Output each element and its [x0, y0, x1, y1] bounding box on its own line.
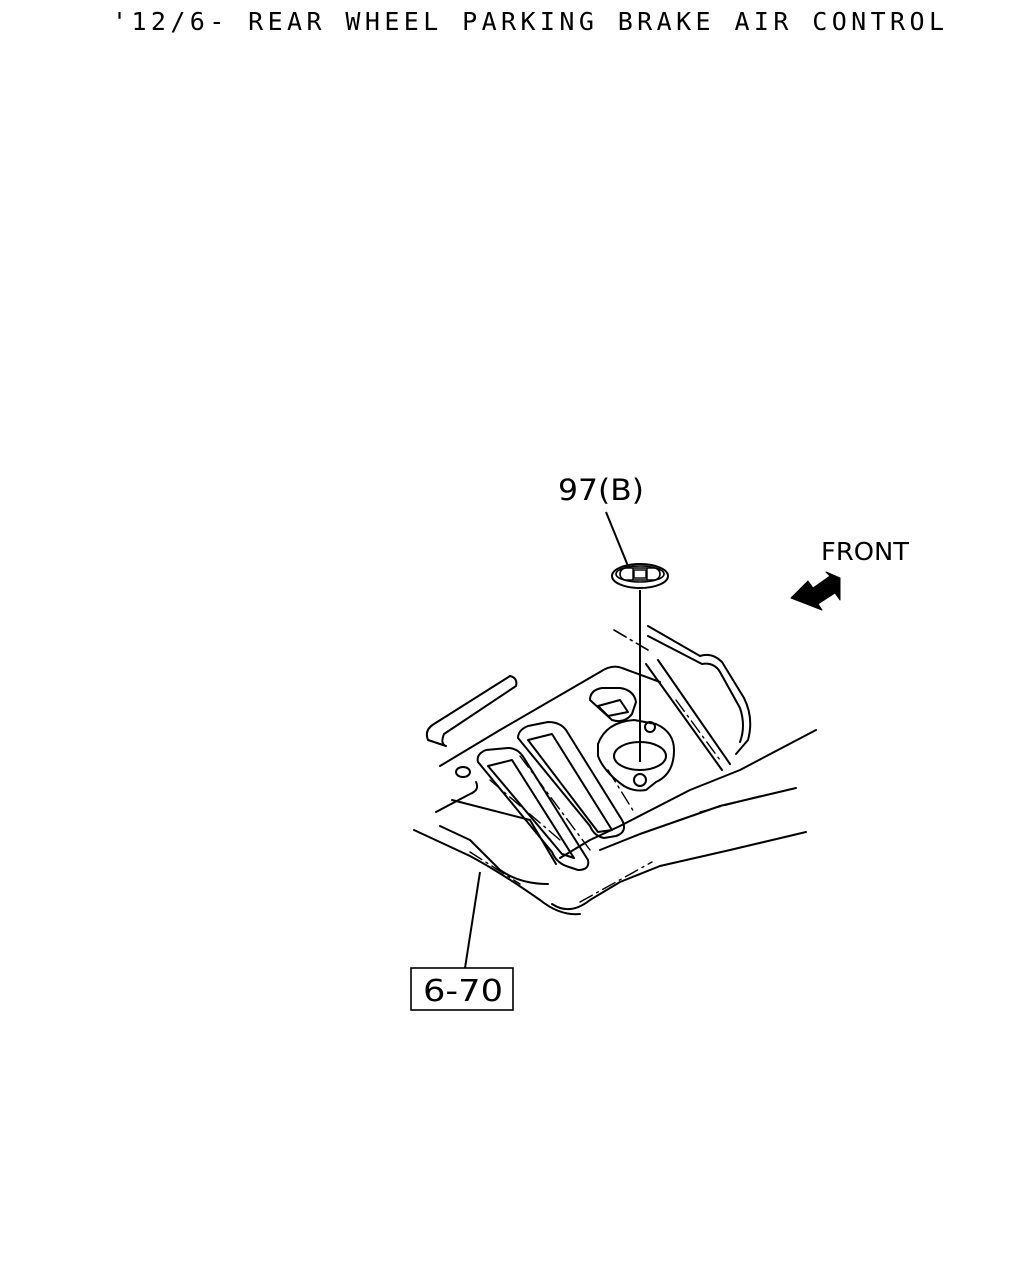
- front-direction-label: FRONT: [821, 537, 910, 566]
- part-callout-label[interactable]: 97(B): [558, 473, 644, 507]
- part-callout-leader: [605, 511, 629, 567]
- reference-box[interactable]: 6-70: [410, 967, 514, 1011]
- grommet-part[interactable]: [611, 563, 669, 589]
- reference-leader: [464, 871, 481, 969]
- front-arrow-icon: [790, 571, 841, 611]
- reference-label: 6-70: [423, 974, 503, 1009]
- floor-panel: [413, 625, 817, 916]
- diagram-title: '12/6- REAR WHEEL PARKING BRAKE AIR CONT…: [112, 7, 949, 36]
